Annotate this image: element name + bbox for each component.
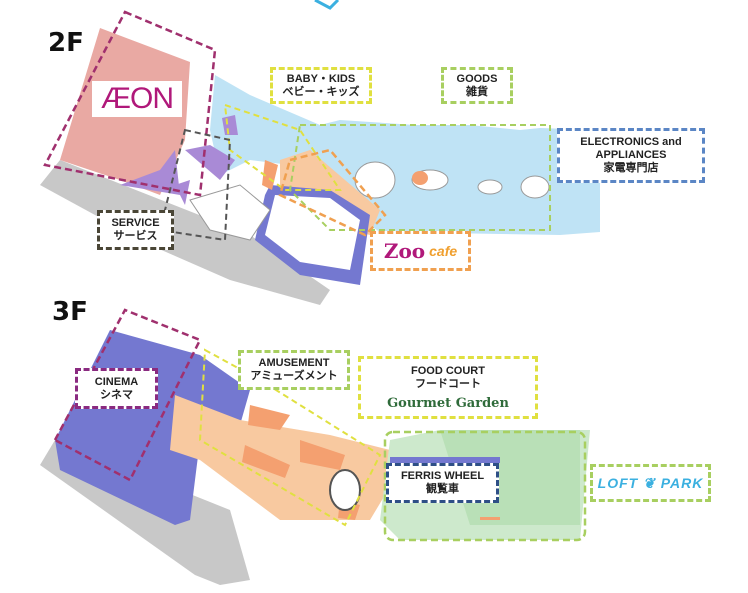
loft-park-logo: LOFT ❦ PARK [597, 474, 704, 491]
floor-label-2f: 2F [48, 28, 84, 58]
zone-label-ja: アミューズメント [250, 370, 338, 382]
gourmet-garden-logo: Gourmet Garden [387, 396, 509, 411]
floor-2f-plan [40, 10, 600, 305]
ground-2f [40, 160, 330, 305]
floor-label-3f: 3F [52, 297, 88, 327]
zone-label-en: FERRIS WHEEL [400, 470, 485, 482]
zone-label-en: ELECTRONICS and APPLIANCES [580, 136, 682, 161]
aeon-logo[interactable]: ÆON [92, 81, 182, 117]
zone-label-ja: 雑貨 [466, 85, 488, 98]
zone-label-ja: サービス [113, 230, 158, 242]
zone-food-court[interactable]: FOOD COURT フードコート Gourmet Garden [358, 356, 538, 419]
aeon-zone-outline [43, 10, 217, 197]
aeon-annex [120, 150, 180, 195]
floor-3f-plan [40, 308, 590, 585]
loft-park-outline [383, 430, 587, 542]
corridor-2f [210, 75, 600, 235]
zone-label-en: GOODS [456, 72, 498, 85]
zone-label-en: SERVICE [111, 217, 160, 229]
partial-marker [314, 0, 340, 10]
zone-label-en: CINEMA [94, 375, 139, 388]
zone-service[interactable]: SERVICE サービス [97, 210, 174, 250]
zone-goods[interactable]: GOODS 雑貨 [441, 67, 513, 104]
zoo-cafe-logo-cafe: cafe [429, 242, 458, 259]
zone-label-ja: ベビー・キッズ [282, 85, 360, 98]
zone-label-ja: フードコート [415, 378, 481, 390]
zone-label-en: BABY・KIDS [286, 72, 356, 85]
zone-label-en: AMUSEMENT [258, 357, 330, 369]
zone-ferris-wheel[interactable]: FERRIS WHEEL 観覧車 [386, 463, 499, 503]
zone-label-en: FOOD COURT [411, 365, 485, 377]
zone-loft-park[interactable]: LOFT ❦ PARK [590, 464, 711, 502]
zone-zoo-cafe[interactable]: Zoo cafe [370, 231, 471, 271]
zoo-cafe-logo-zoo: Zoo [383, 238, 426, 263]
zone-label-ja: 観覧車 [426, 483, 459, 495]
zone-amusement[interactable]: AMUSEMENT アミューズメント [238, 350, 350, 390]
zone-electronics[interactable]: ELECTRONICS and APPLIANCES 家電専門店 [557, 128, 705, 183]
zone-cinema[interactable]: CINEMA シネマ [75, 368, 158, 409]
zone-label-ja: シネマ [100, 388, 133, 401]
zone-baby-kids[interactable]: BABY・KIDS ベビー・キッズ [270, 67, 372, 104]
zone-label-ja: 家電専門店 [603, 162, 659, 174]
